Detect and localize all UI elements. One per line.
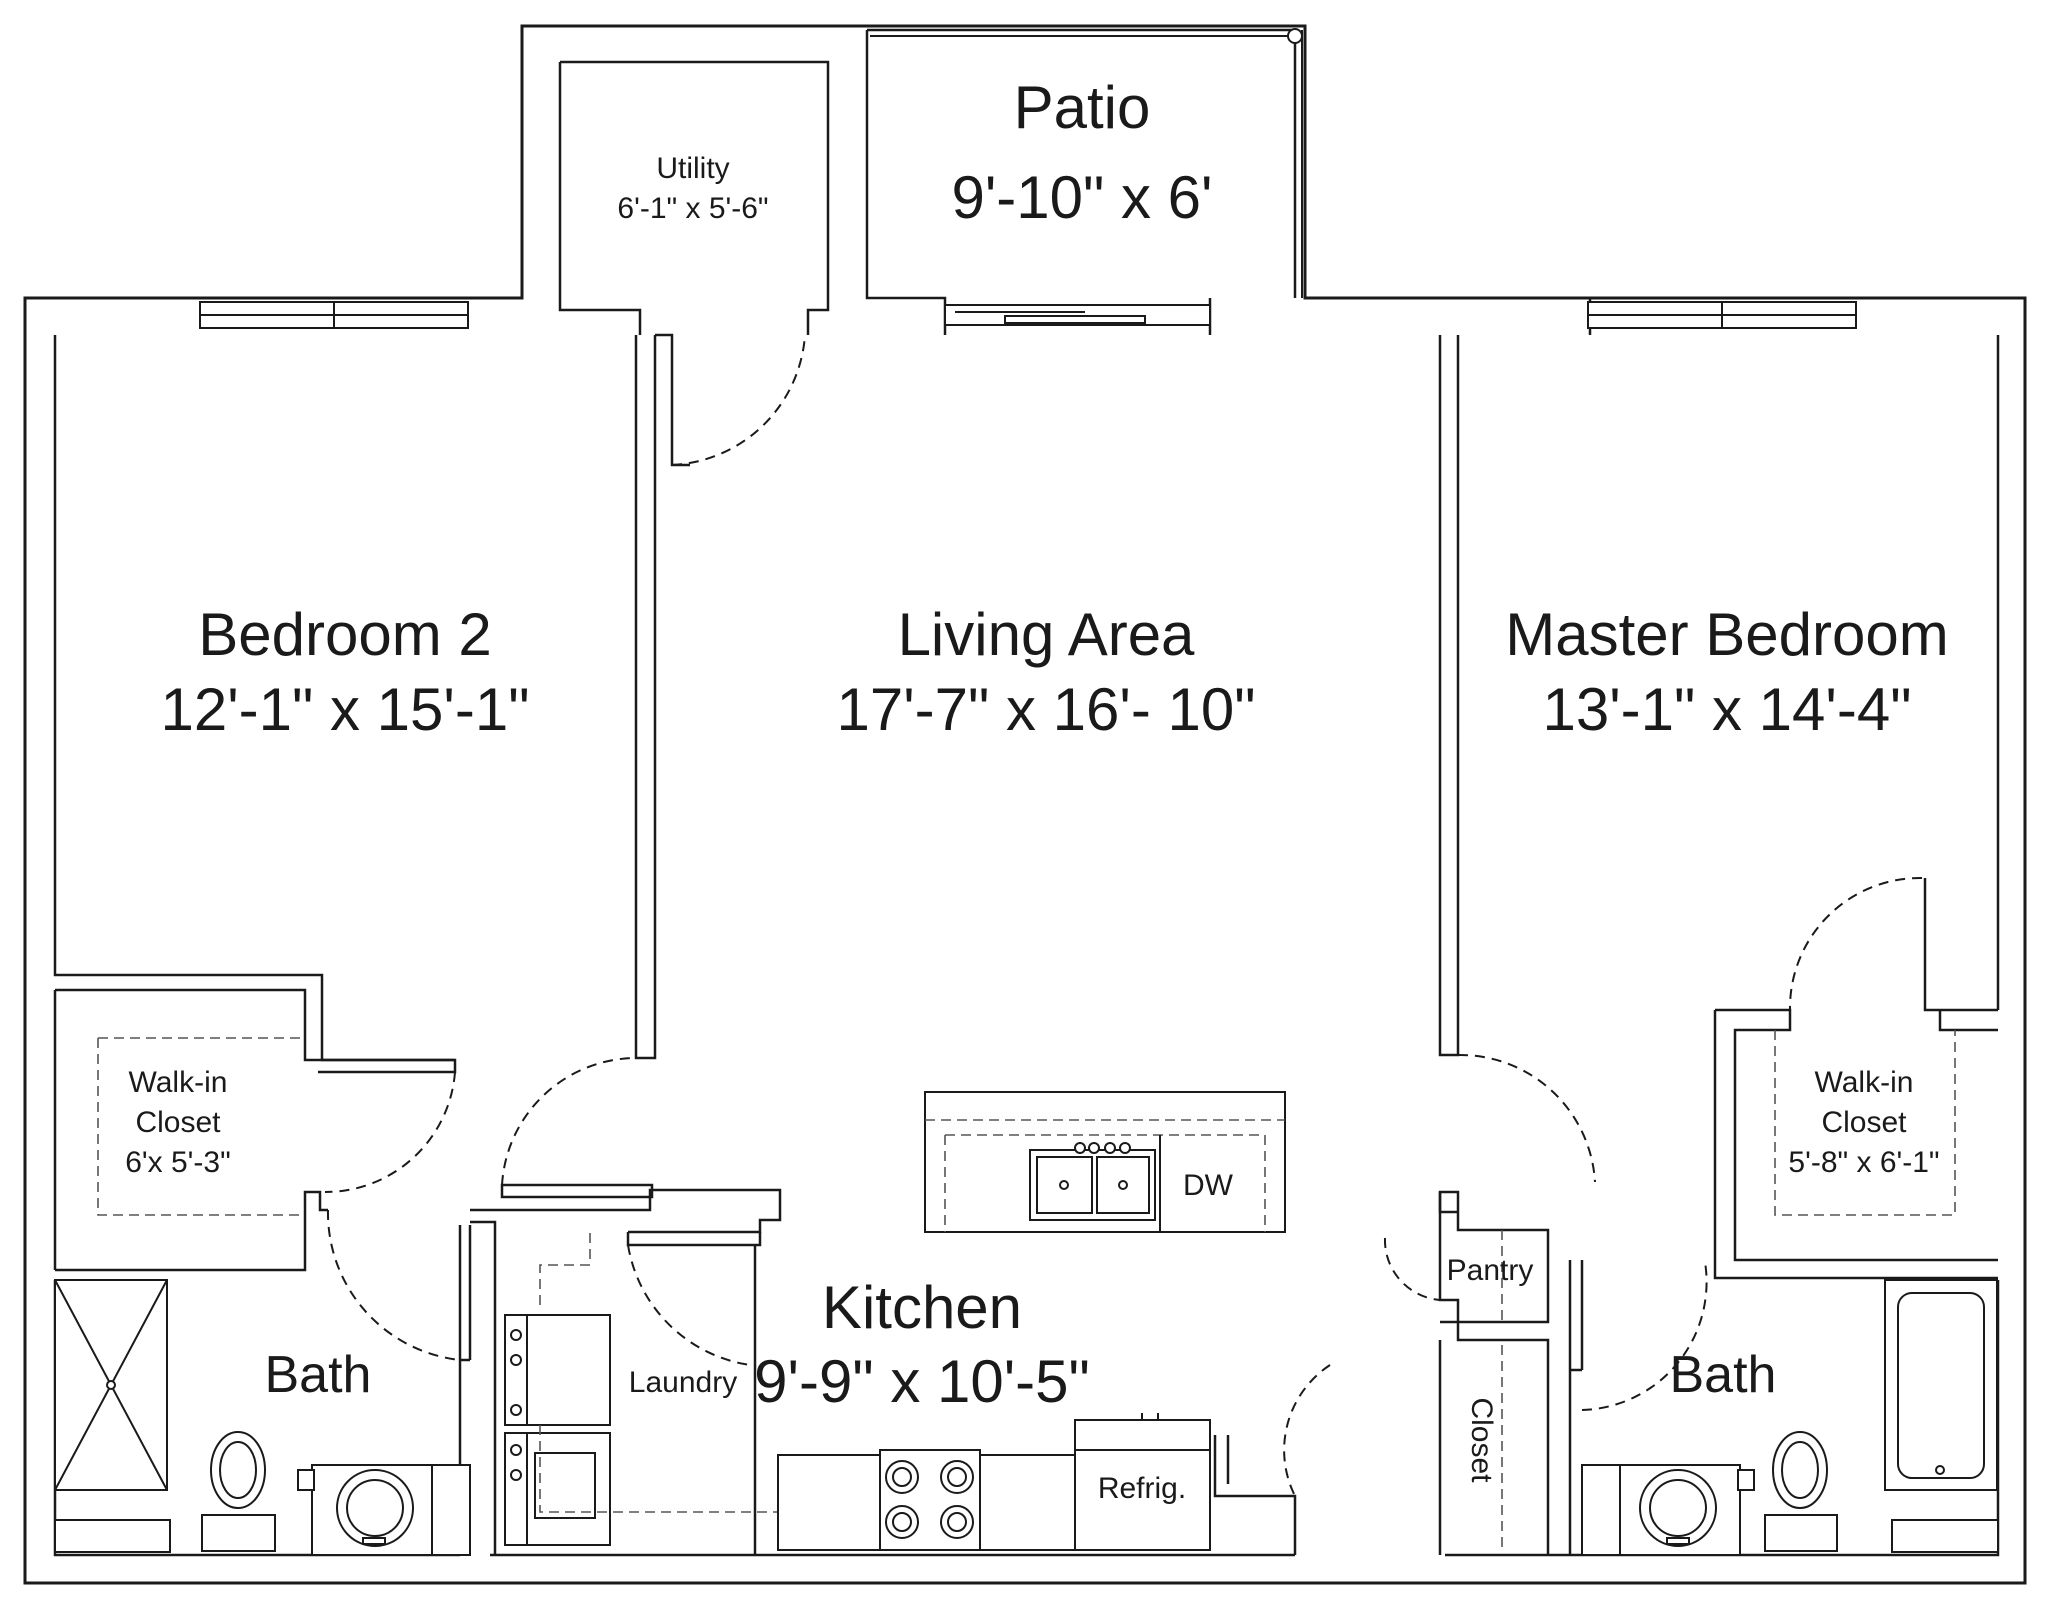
living-dims: 17'-7" x 16'- 10" bbox=[836, 676, 1255, 743]
refrigerator-icon bbox=[1074, 1413, 1211, 1551]
windows bbox=[199, 301, 1857, 329]
walkin-left-dims: 6'x 5'-3" bbox=[125, 1146, 230, 1179]
kitchen-dims: 9'-9" x 10'-5" bbox=[754, 1348, 1090, 1415]
door-swings bbox=[324, 334, 1923, 1497]
bath-right-label: Bath bbox=[1670, 1346, 1777, 1404]
closet-label: Closet bbox=[1465, 1397, 1498, 1483]
walkin-right-dims: 5'-8" x 6'-1" bbox=[1788, 1146, 1939, 1179]
laundry-label: Laundry bbox=[629, 1366, 737, 1399]
pantry-label: Pantry bbox=[1447, 1254, 1534, 1287]
shower-icon bbox=[54, 1279, 168, 1491]
toilet-icon bbox=[1764, 1431, 1838, 1552]
walkin-right-label-1: Walk-in bbox=[1815, 1066, 1914, 1099]
vanity-sink-icon bbox=[297, 1464, 471, 1556]
bedroom2-dims: 12'-1" x 15'-1" bbox=[160, 676, 529, 743]
walkin-left-label-2: Closet bbox=[135, 1106, 221, 1139]
refrigerator-label: Refrig. bbox=[1098, 1472, 1186, 1505]
master-bedroom-label: Master Bedroom bbox=[1505, 601, 1949, 668]
sink-icon bbox=[1029, 1142, 1156, 1221]
range-icon bbox=[879, 1449, 981, 1551]
washer-dryer-icon bbox=[504, 1314, 611, 1546]
dishwasher-label: DW bbox=[1183, 1169, 1234, 1202]
patio-dims: 9'-10" x 6' bbox=[951, 164, 1212, 231]
interior-walls bbox=[53, 333, 1998, 1555]
bathtub-icon bbox=[1884, 1279, 1998, 1491]
bedroom2-label: Bedroom 2 bbox=[198, 601, 492, 668]
living-label: Living Area bbox=[898, 601, 1195, 668]
utility-label: Utility bbox=[656, 152, 729, 185]
bath-left-label: Bath bbox=[265, 1346, 372, 1404]
room-labels: Patio 9'-10" x 6' Utility 6'-1" x 5'-6" … bbox=[125, 74, 1948, 1505]
master-bedroom-dims: 13'-1" x 14'-4" bbox=[1542, 676, 1911, 743]
fixtures bbox=[54, 1030, 1999, 1556]
kitchen-label: Kitchen bbox=[822, 1274, 1022, 1341]
vanity-sink-icon bbox=[1581, 1464, 1755, 1556]
patio-label: Patio bbox=[1014, 74, 1151, 141]
toilet-icon bbox=[201, 1431, 276, 1552]
walkin-right-label-2: Closet bbox=[1821, 1106, 1907, 1139]
patio-post-icon bbox=[1287, 28, 1303, 44]
utility-dims: 6'-1" x 5'-6" bbox=[617, 192, 768, 225]
walkin-left-label-1: Walk-in bbox=[129, 1066, 228, 1099]
